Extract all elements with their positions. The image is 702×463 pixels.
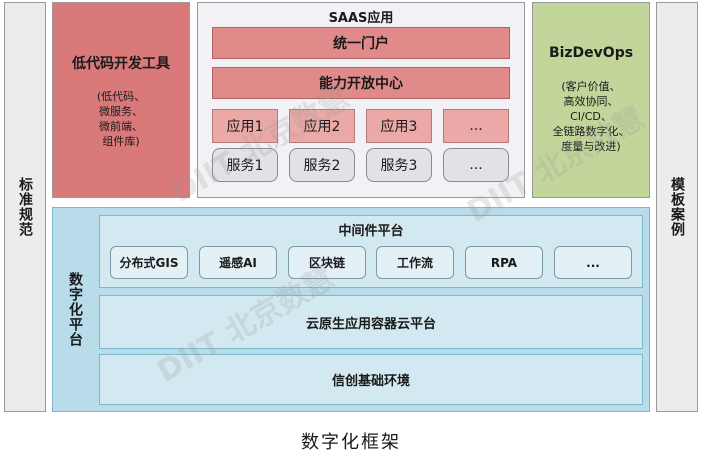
middleware-item: 分布式GIS: [110, 246, 188, 279]
lowcode-title: 低代码开发工具: [72, 56, 170, 72]
service-cell: ...: [443, 148, 509, 182]
lowcode-details: (低代码、 微服务、 微前端、 组件库): [53, 89, 189, 149]
bizdevops-detail: (客户价值、: [561, 80, 621, 93]
middleware-item: 遥感AI: [199, 246, 277, 279]
saas-title: SAAS应用: [328, 11, 394, 26]
lowcode-detail: 微前端、: [99, 120, 143, 133]
cloud-native-bar: 云原生应用容器云平台: [99, 295, 643, 349]
lowcode-detail: 微服务、: [99, 105, 143, 118]
app-cell: 应用2: [289, 109, 355, 143]
app-cell: ...: [443, 109, 509, 143]
templates-sidebar: 模板案例: [656, 2, 698, 412]
portal-bar: 统一门户: [212, 27, 510, 59]
middleware-item: 区块链: [288, 246, 366, 279]
lowcode-detail: 组件库): [102, 135, 140, 148]
middleware-title: 中间件平台: [338, 224, 404, 239]
middleware-item: RPA: [465, 246, 543, 279]
service-cell: 服务3: [366, 148, 432, 182]
open-center-bar: 能力开放中心: [212, 67, 510, 99]
app-cell: 应用3: [366, 109, 432, 143]
bizdevops-panel: BizDevOps (客户价值、 高效协同、 CI/CD、 全链路数字化、 度量…: [532, 2, 650, 198]
middleware-item: ...: [554, 246, 632, 279]
bizdevops-details: (客户价值、 高效协同、 CI/CD、 全链路数字化、 度量与改进): [533, 79, 649, 154]
middleware-item: 工作流: [376, 246, 454, 279]
templates-label: 模板案例: [669, 177, 685, 237]
xinchuang-bar: 信创基础环境: [99, 354, 643, 405]
digital-platform-label-box: 数字化平台: [53, 208, 97, 411]
bizdevops-detail: CI/CD、: [570, 110, 612, 123]
app-cell: 应用1: [212, 109, 278, 143]
standards-sidebar: 标准规范: [4, 2, 46, 412]
standards-label: 标准规范: [17, 177, 33, 237]
diagram-caption: 数字化框架: [301, 432, 401, 453]
bizdevops-detail: 高效协同、: [563, 95, 619, 108]
lowcode-detail: (低代码、: [96, 90, 146, 103]
saas-panel: SAAS应用 统一门户 能力开放中心 应用1 应用2 应用3 ... 服务1 服…: [197, 2, 525, 198]
service-cell: 服务1: [212, 148, 278, 182]
bizdevops-title: BizDevOps: [548, 45, 634, 61]
service-cell: 服务2: [289, 148, 355, 182]
bizdevops-detail: 度量与改进): [561, 140, 621, 153]
lowcode-panel: 低代码开发工具 (低代码、 微服务、 微前端、 组件库): [52, 2, 190, 198]
middleware-panel: 中间件平台 分布式GIS 遥感AI 区块链 工作流 RPA ...: [99, 215, 643, 288]
digital-platform-panel: 数字化平台 中间件平台 分布式GIS 遥感AI 区块链 工作流 RPA ... …: [52, 207, 650, 412]
bizdevops-detail: 全链路数字化、: [552, 125, 630, 138]
digital-platform-label: 数字化平台: [67, 272, 83, 347]
